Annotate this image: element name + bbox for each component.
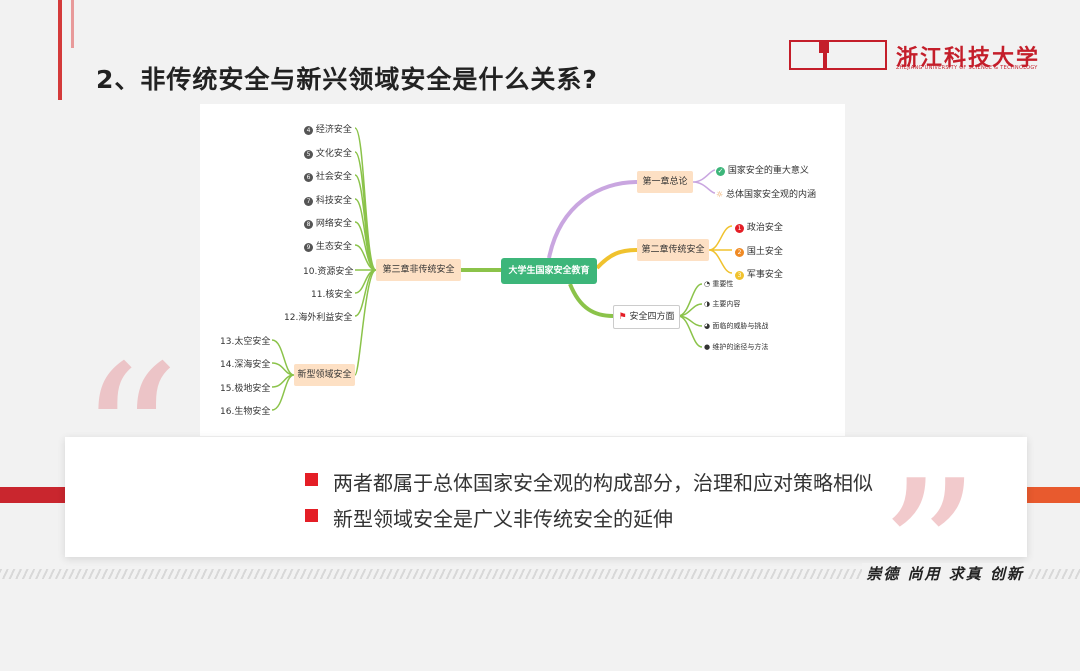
leaf-aspects-3: ◕ 面临的威胁与挑战 bbox=[704, 322, 769, 330]
progress-full-icon: ● bbox=[704, 343, 711, 351]
summary-point-2: 新型领域安全是广义非传统安全的延伸 bbox=[333, 507, 673, 531]
leaf-chapter1-2: ☼ 总体国家安全观的内涵 bbox=[716, 190, 817, 200]
leaf-chapter3-6: 6 社会安全 bbox=[304, 169, 352, 182]
logo-text: 浙江科技大学 bbox=[896, 45, 1041, 71]
close-quote-icon: ” bbox=[878, 438, 981, 671]
flag-icon: ⚑ bbox=[618, 312, 627, 322]
progress-quarter-icon: ◔ bbox=[704, 280, 711, 288]
lightbulb-icon: ☼ bbox=[716, 190, 724, 199]
summary-card: 两者都属于总体国家安全观的构成部分，治理和应对策略相似 新型领域安全是广义非传统… bbox=[65, 437, 1027, 557]
leaf-aspects-2: ◑ 主要内容 bbox=[704, 300, 741, 308]
leaf-chapter2-3: 3 军事安全 bbox=[735, 267, 783, 280]
leaf-new-15: 15.极地安全 bbox=[220, 384, 271, 394]
leaf-chapter3-5: 5 文化安全 bbox=[304, 146, 352, 159]
leaf-chapter3-8: 8 网络安全 bbox=[304, 216, 352, 229]
leaf-chapter3-9: 9 生态安全 bbox=[304, 239, 352, 252]
priority-3-icon: 3 bbox=[735, 271, 744, 280]
bullet-square-icon bbox=[305, 509, 318, 522]
node-aspects: ⚑ 安全四方面 bbox=[613, 305, 680, 329]
leaf-aspects-1: ◔ 重要性 bbox=[704, 280, 734, 288]
leaf-chapter3-10: 10.资源安全 bbox=[303, 267, 354, 277]
number-4-icon: 4 bbox=[304, 126, 313, 135]
leaf-chapter2-2: 2 国土安全 bbox=[735, 244, 783, 257]
number-7-icon: 7 bbox=[304, 197, 313, 206]
number-5-icon: 5 bbox=[304, 150, 313, 159]
logo-subtext: ZHEJIANG UNIVERSITY OF SCIENCE & TECHNOL… bbox=[896, 65, 1038, 71]
mindmap-diagram: 大学生国家安全教育 第一章总论 ✓ 国家安全的重大意义 ☼ 总体国家安全观的内涵… bbox=[200, 104, 845, 436]
bullet-square-icon bbox=[305, 473, 318, 486]
footer-stripes bbox=[0, 569, 1080, 579]
node-chapter3: 第三章非传统安全 bbox=[376, 259, 461, 281]
mindmap-connectors bbox=[271, 127, 733, 411]
node-new-domains: 新型领域安全 bbox=[294, 364, 355, 386]
check-icon: ✓ bbox=[716, 167, 725, 176]
node-chapter2: 第二章传统安全 bbox=[637, 239, 709, 261]
leaf-aspects-4: ● 维护的途径与方法 bbox=[704, 343, 769, 351]
decor-bar-left bbox=[58, 0, 62, 100]
priority-1-icon: 1 bbox=[735, 224, 744, 233]
leaf-chapter3-7: 7 科技安全 bbox=[304, 193, 352, 206]
leaf-new-16: 16.生物安全 bbox=[220, 407, 271, 417]
leaf-chapter3-12: 12.海外利益安全 bbox=[284, 313, 353, 323]
progress-threequarter-icon: ◕ bbox=[704, 322, 711, 330]
leaf-chapter3-4: 4 经济安全 bbox=[304, 122, 352, 135]
number-6-icon: 6 bbox=[304, 173, 313, 182]
slide-title: 2、非传统安全与新兴领域安全是什么关系? bbox=[96, 65, 598, 94]
decor-red-band-right bbox=[1027, 487, 1080, 503]
slogan: 崇德 尚用 求真 创新 bbox=[862, 563, 1028, 584]
leaf-chapter1-1: ✓ 国家安全的重大意义 bbox=[716, 166, 809, 176]
progress-half-icon: ◑ bbox=[704, 300, 711, 308]
leaf-new-14: 14.深海安全 bbox=[220, 360, 271, 370]
leaf-chapter2-1: 1 政治安全 bbox=[735, 220, 783, 233]
university-logo bbox=[789, 40, 887, 70]
number-8-icon: 8 bbox=[304, 220, 313, 229]
node-chapter1: 第一章总论 bbox=[637, 171, 693, 193]
leaf-new-13: 13.太空安全 bbox=[220, 337, 271, 347]
logo-emblem-icon bbox=[789, 40, 887, 70]
mindmap-root: 大学生国家安全教育 bbox=[501, 258, 597, 284]
decor-red-band-left bbox=[0, 487, 65, 503]
priority-2-icon: 2 bbox=[735, 248, 744, 257]
leaf-chapter3-11: 11.核安全 bbox=[311, 290, 353, 300]
summary-point-1: 两者都属于总体国家安全观的构成部分，治理和应对策略相似 bbox=[333, 471, 873, 495]
number-9-icon: 9 bbox=[304, 243, 313, 252]
decor-bar-right bbox=[71, 0, 74, 48]
